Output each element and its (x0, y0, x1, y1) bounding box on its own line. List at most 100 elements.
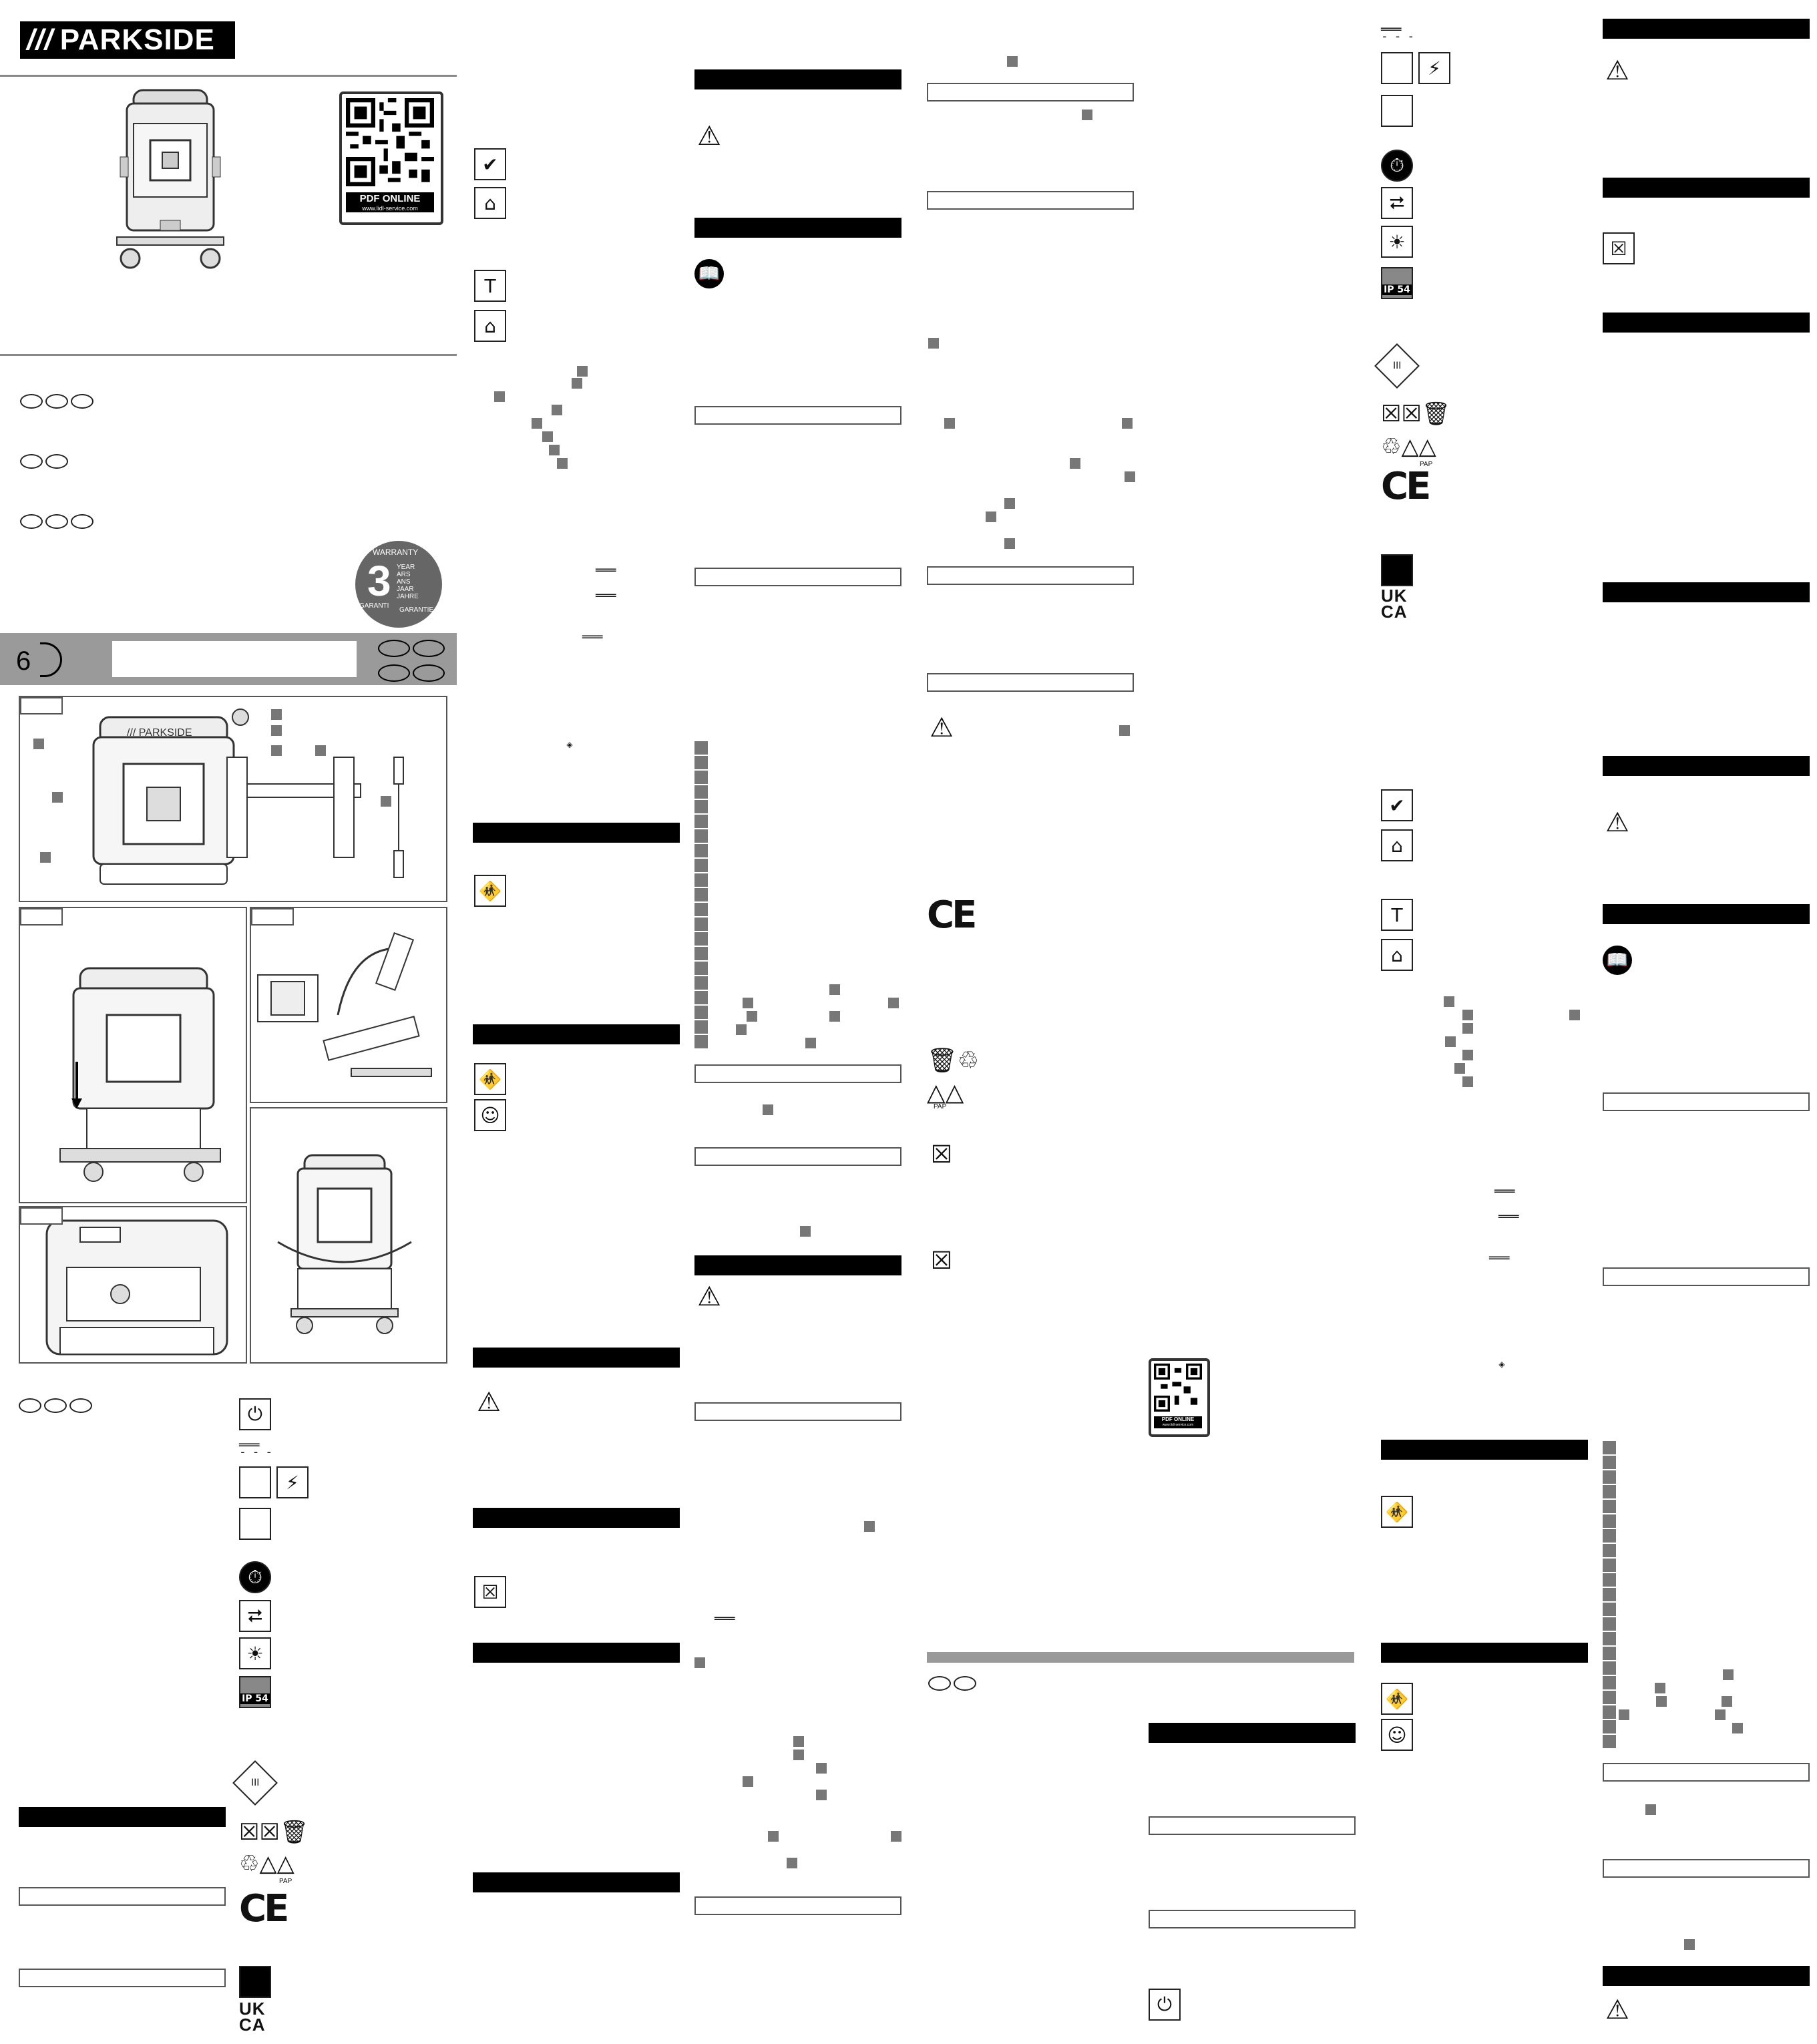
callout-marker (1004, 498, 1015, 509)
indoor-use-icon: ⌂ (1381, 939, 1413, 971)
section-heading-bar (473, 1643, 680, 1663)
callout-marker (1070, 458, 1080, 469)
callout-marker (33, 739, 44, 749)
subsection-heading (694, 1147, 901, 1166)
callout-marker (816, 1790, 827, 1800)
dc-current-icon: ═══ (596, 564, 616, 578)
subsection-heading (927, 566, 1134, 585)
dc-current-icon: ═══ (1498, 1210, 1519, 1224)
callout-marker (1723, 1669, 1734, 1680)
callout-marker (694, 1657, 705, 1668)
figure-b-drawing (59, 967, 221, 1182)
warning-icon: ⚠ (1605, 807, 1629, 838)
subsection-heading (694, 568, 901, 586)
child-face-icon: ☺ (1381, 1719, 1413, 1751)
callout-marker (315, 745, 326, 756)
subsection-heading (694, 406, 901, 425)
figure-e (19, 1206, 247, 1364)
warning-icon: ⚠ (477, 1387, 501, 1418)
callout-marker (381, 796, 391, 807)
class-iii-icon: III (1374, 343, 1420, 389)
section-heading-bar (1603, 313, 1810, 333)
charge-icon: ⚡ (276, 1466, 309, 1498)
callout-marker (271, 709, 282, 720)
callout-list (694, 741, 708, 1050)
callout-marker (1715, 1709, 1726, 1720)
dc-current-icon: ═══ (1489, 1251, 1509, 1265)
cover-divider-top (0, 75, 457, 77)
section-heading-bar (473, 1024, 680, 1044)
qr-code-icon (1154, 1364, 1202, 1412)
figure-d-drawing (277, 1154, 412, 1334)
section-heading-bar (1603, 582, 1810, 602)
ip54-icon: IP 54 (239, 1676, 271, 1708)
warranty-bottom-left: GARANTI (359, 602, 389, 610)
callout-marker (763, 1104, 773, 1115)
disposal-icons: ☒☒🗑 (1381, 401, 1451, 427)
dc-current-icon: ═══ (715, 1612, 735, 1626)
child-safety-icon: 🚸 (1381, 1496, 1413, 1528)
callout-marker (1462, 1050, 1473, 1060)
warning-icon: ⚠ (697, 121, 721, 152)
ce-mark: CE (927, 893, 977, 937)
subsection-heading (19, 1969, 226, 1987)
svg-text:/// PARKSIDE: /// PARKSIDE (127, 727, 192, 739)
figure-b (19, 907, 247, 1203)
section-divider (927, 1652, 1354, 1663)
subsection-heading (19, 1887, 226, 1906)
callout-marker (888, 998, 899, 1008)
warranty-top-text: WARRANTY (373, 548, 419, 557)
diamond-icon: ◈ (1498, 1360, 1505, 1369)
recycle-icons: ♲△△ (1381, 433, 1436, 460)
child-face-icon: ☺ (474, 1099, 506, 1131)
fold-mark-icon (40, 642, 62, 677)
section-heading-bar (1149, 1723, 1356, 1743)
callout-marker (747, 1011, 757, 1022)
qr-code-small[interactable]: PDF ONLINE www.lidl-service.com (1149, 1358, 1210, 1437)
callout-marker (829, 984, 840, 995)
callout-marker (829, 1011, 840, 1022)
callout-marker (1656, 1696, 1667, 1707)
callout-marker (787, 1858, 797, 1868)
cover-divider-mid (0, 354, 457, 356)
read-manual-icon: ✔ (1381, 789, 1413, 821)
indoor-use-icon: ⌂ (474, 310, 506, 342)
disposal-recycle-icons: 🗑♲ (927, 1047, 979, 1074)
warranty-seal: WARRANTY 3 YEAR ARS ANS JAAR JAHRE GARAN… (355, 541, 442, 628)
pap-label: PAP (1420, 461, 1433, 468)
warranty-years: 3 (367, 557, 391, 605)
hammer-icon: T (474, 270, 506, 302)
callout-marker (532, 418, 542, 429)
empty-symbol-icon (239, 1508, 271, 1540)
brand-slashes: /// (27, 23, 53, 56)
callout-marker (1684, 1939, 1695, 1950)
section-heading-bar (1603, 19, 1810, 39)
language-ovals-1 (20, 394, 96, 412)
no-light-direct-icon: ☒ (1603, 232, 1635, 264)
qr-label-top: PDF ONLINE (359, 193, 421, 204)
section-heading-bar (473, 1872, 680, 1892)
qr-code-icon (346, 98, 434, 186)
qr-code-block[interactable]: PDF ONLINE www.lidl-service.com (339, 91, 443, 225)
callout-marker (891, 1831, 901, 1842)
figure-header-ovals (378, 640, 458, 685)
power-icon: ⏻ (239, 1398, 271, 1430)
section-heading-bar (1603, 1966, 1810, 1986)
product-illustration (116, 89, 224, 269)
usb-icon: ⮂ (239, 1600, 271, 1632)
callout-marker (1619, 1709, 1629, 1720)
qr-label-url: www.lidl-service.com (362, 205, 418, 212)
recycle-icons: ♲△△ (239, 1850, 294, 1877)
figure-page-number: 6 (16, 646, 31, 676)
class-iii-icon: III (232, 1760, 278, 1806)
read-manual-icon: ✔ (474, 148, 506, 180)
callout-marker (743, 998, 753, 1008)
warranty-lang-years: YEAR ARS ANS JAAR JAHRE (397, 564, 419, 600)
callout-marker (1004, 538, 1015, 549)
subsection-heading (1603, 1859, 1810, 1878)
figure-a-tag (20, 697, 63, 714)
dc-current-icon: ═══ (582, 630, 602, 644)
callout-marker (1444, 996, 1454, 1007)
subsection-heading (927, 191, 1134, 210)
no-light-direct-icon: ☒ (474, 1576, 506, 1608)
